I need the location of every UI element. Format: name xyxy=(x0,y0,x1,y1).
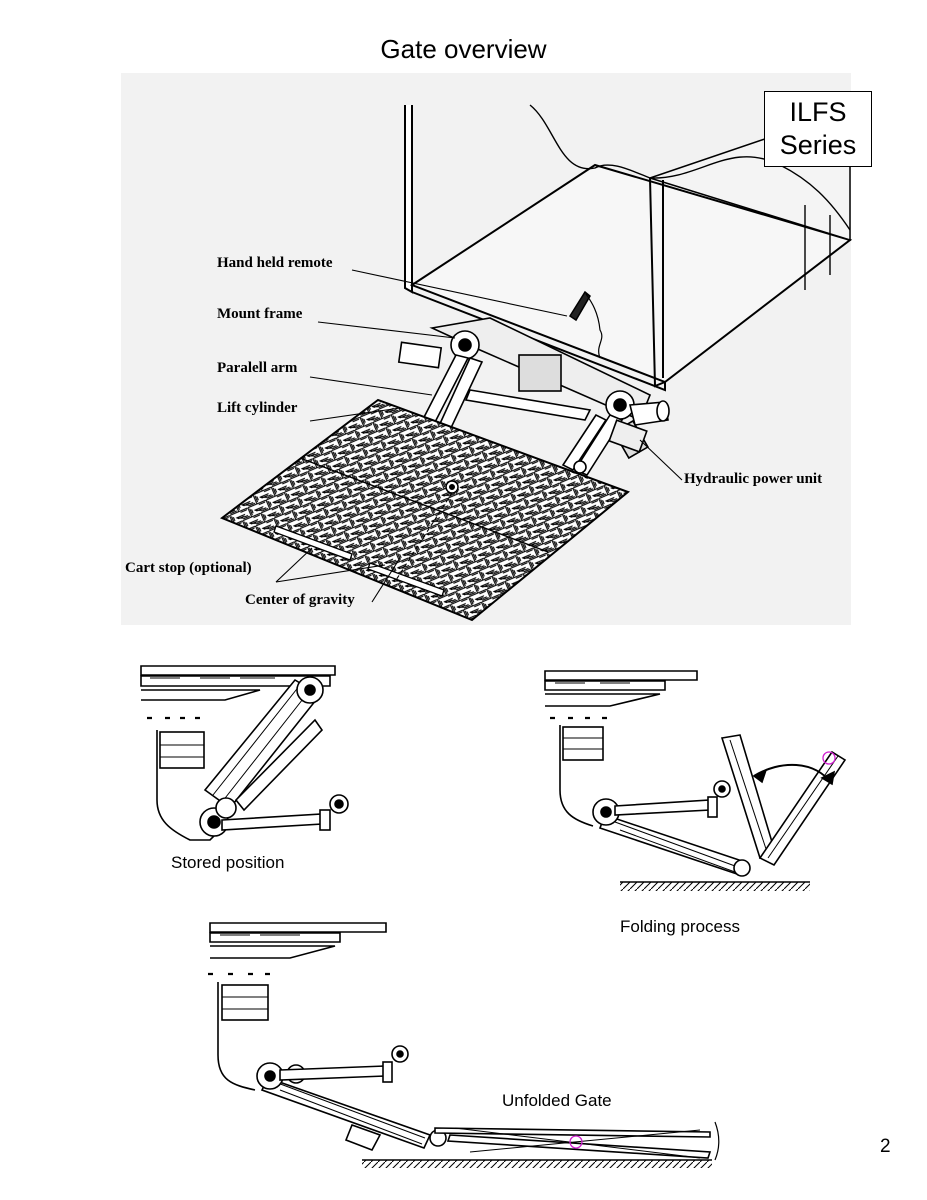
callout-cart-stop: Cart stop (optional) xyxy=(125,560,252,576)
unfolded-gate-diagram xyxy=(208,922,720,1168)
series-label-line2: Series xyxy=(779,130,857,160)
callout-center-of-gravity: Center of gravity xyxy=(245,592,355,608)
caption-unfolded-gate: Unfolded Gate xyxy=(502,1091,612,1110)
folding-process-diagram xyxy=(544,670,847,891)
callout-hydraulic-power-unit: Hydraulic power unit xyxy=(684,471,823,487)
lift-mechanism xyxy=(397,317,670,476)
callout-mount-frame: Mount frame xyxy=(217,306,303,322)
stored-position-diagram xyxy=(140,665,349,841)
leader-lines xyxy=(275,269,683,603)
page-title: Gate overview xyxy=(380,34,547,64)
series-label-line1: ILFS xyxy=(789,97,847,127)
caption-stored-position: Stored position xyxy=(171,853,285,872)
series-label-box: ILFS Series xyxy=(764,91,872,167)
caption-folding-process: Folding process xyxy=(620,917,741,936)
platform xyxy=(219,398,630,622)
callout-hand-held-remote: Hand held remote xyxy=(217,255,333,271)
callout-lift-cylinder: Lift cylinder xyxy=(217,400,298,416)
callout-paralell-arm: Paralell arm xyxy=(217,360,298,376)
hand-held-remote xyxy=(568,290,603,359)
page-number: 2 xyxy=(880,1136,891,1157)
